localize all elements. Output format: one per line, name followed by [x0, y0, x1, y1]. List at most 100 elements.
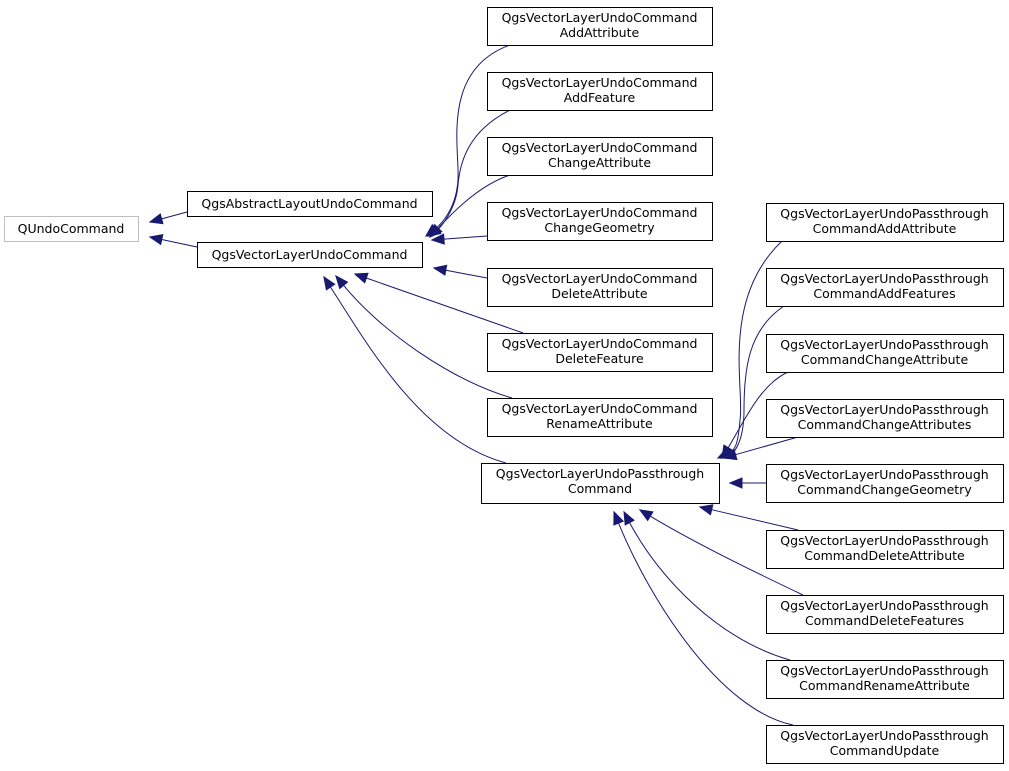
class-name-line: QUndoCommand: [18, 221, 125, 236]
edge-line: [435, 44, 511, 229]
class-name-line: QgsAbstractLayoutUndoCommand: [201, 196, 417, 211]
inheritance-edge: [148, 211, 188, 225]
class-name-line: DeleteFeature: [555, 351, 644, 366]
class-name-line: RenameAttribute: [546, 416, 653, 431]
class-box: [487, 333, 713, 372]
edge-line: [161, 239, 198, 248]
class-node-pt-addattr[interactable]: QgsVectorLayerUndoPassthroughCommandAddA…: [766, 203, 1004, 242]
edges-layer: [148, 44, 804, 726]
class-box: [187, 191, 433, 217]
inheritance-edge: [728, 477, 766, 489]
class-name-line: DeleteAttribute: [551, 286, 648, 301]
inheritance-edge: [148, 233, 198, 248]
class-name-line: QgsVectorLayerUndoPassthrough: [780, 467, 988, 482]
class-name-line: CommandDeleteAttribute: [804, 548, 965, 563]
arrowhead-icon: [722, 449, 738, 461]
arrowhead-icon: [613, 510, 625, 526]
edge-line: [437, 174, 511, 229]
class-box: [197, 242, 423, 268]
class-box: [766, 399, 1004, 438]
edge-line: [735, 436, 799, 456]
class-node-pt-renameattr[interactable]: QgsVectorLayerUndoPassthroughCommandRena…: [766, 660, 1004, 699]
class-name-line: CommandAddAttribute: [813, 221, 957, 236]
class-name-line: Command: [568, 481, 632, 496]
nodes-layer: QUndoCommand QgsAbstractLayoutUndoCommand…: [4, 7, 1004, 764]
class-name-line: ChangeGeometry: [544, 220, 655, 235]
arrowhead-icon: [353, 272, 369, 284]
class-name-line: QgsVectorLayerUndoPassthrough: [780, 728, 988, 743]
edge-line: [728, 240, 783, 454]
class-name-line: QgsVectorLayerUndoCommand: [212, 247, 408, 262]
class-box: [766, 595, 1004, 634]
edge-line: [366, 277, 524, 334]
class-name-line: QgsVectorLayerUndoCommand: [502, 140, 698, 155]
class-box: [487, 398, 713, 437]
class-name-line: QgsVectorLayerUndoCommand: [502, 271, 698, 286]
class-box: [766, 268, 1004, 307]
class-name-line: QgsVectorLayerUndoCommand: [502, 10, 698, 25]
inheritance-edge: [698, 504, 799, 531]
class-box: [766, 530, 1004, 569]
class-node-pt-update[interactable]: QgsVectorLayerUndoPassthroughCommandUpda…: [766, 725, 1004, 764]
arrowhead-icon: [638, 509, 654, 522]
class-name-line: QgsVectorLayerUndoCommand: [502, 401, 698, 416]
class-box: [487, 72, 713, 111]
arrowhead-icon: [148, 233, 164, 246]
class-node-pt-delfeat[interactable]: QgsVectorLayerUndoPassthroughCommandDele…: [766, 595, 1004, 634]
inheritance-edge: [432, 264, 488, 279]
arrowhead-icon: [335, 274, 349, 290]
class-name-line: QgsVectorLayerUndoPassthrough: [780, 271, 988, 286]
arrowhead-icon: [432, 264, 448, 276]
class-node-qundo: QUndoCommand: [4, 216, 139, 242]
arrowhead-icon: [323, 275, 336, 291]
class-name-line: ChangeAttribute: [548, 155, 651, 170]
inheritance-edge: [721, 371, 789, 460]
inheritance-edge: [722, 436, 799, 461]
class-name-line: QgsVectorLayerUndoCommand: [502, 336, 698, 351]
edge-line: [711, 509, 799, 531]
class-name-line: QgsVectorLayerUndoCommand: [502, 205, 698, 220]
class-box: [487, 7, 713, 46]
class-name-line: CommandChangeAttribute: [801, 352, 969, 367]
class-box: [487, 202, 713, 241]
edge-line: [343, 284, 513, 399]
class-node-pt-changegeom[interactable]: QgsVectorLayerUndoPassthroughCommandChan…: [766, 464, 1004, 503]
edge-line: [161, 211, 188, 220]
arrowhead-icon: [728, 477, 743, 489]
inheritance-edge: [335, 274, 513, 399]
class-name-line: QgsVectorLayerUndoCommand: [502, 75, 698, 90]
edge-line: [330, 286, 507, 464]
class-node-pt-delattr[interactable]: QgsVectorLayerUndoPassthroughCommandDele…: [766, 530, 1004, 569]
class-box: [766, 203, 1004, 242]
class-node-pt-changeattrs[interactable]: QgsVectorLayerUndoPassthroughCommandChan…: [766, 399, 1004, 438]
inheritance-edge: [353, 272, 524, 334]
class-node-abstractlayout[interactable]: QgsAbstractLayoutUndoCommand: [187, 191, 433, 217]
class-node-pt-addfeat[interactable]: QgsVectorLayerUndoPassthroughCommandAddF…: [766, 268, 1004, 307]
class-node-pt-changeattr[interactable]: QgsVectorLayerUndoPassthroughCommandChan…: [766, 334, 1004, 373]
inheritance-edge: [638, 509, 804, 596]
class-box: [766, 464, 1004, 503]
class-name-line: CommandChangeGeometry: [797, 482, 972, 497]
class-box: [766, 725, 1004, 764]
class-box: [481, 463, 720, 504]
inheritance-edge: [623, 510, 791, 661]
class-name-line: CommandDeleteFeatures: [805, 613, 964, 628]
edge-line: [618, 522, 794, 726]
arrowhead-icon: [430, 233, 445, 245]
edge-line: [650, 515, 804, 596]
class-name-line: QgsVectorLayerUndoPassthrough: [780, 663, 988, 678]
class-node-vlundo[interactable]: QgsVectorLayerUndoCommand: [197, 242, 423, 268]
class-box: [4, 216, 139, 242]
class-name-line: QgsVectorLayerUndoPassthrough: [496, 466, 704, 481]
arrowhead-icon: [148, 213, 164, 225]
class-name-line: QgsVectorLayerUndoPassthrough: [780, 598, 988, 613]
